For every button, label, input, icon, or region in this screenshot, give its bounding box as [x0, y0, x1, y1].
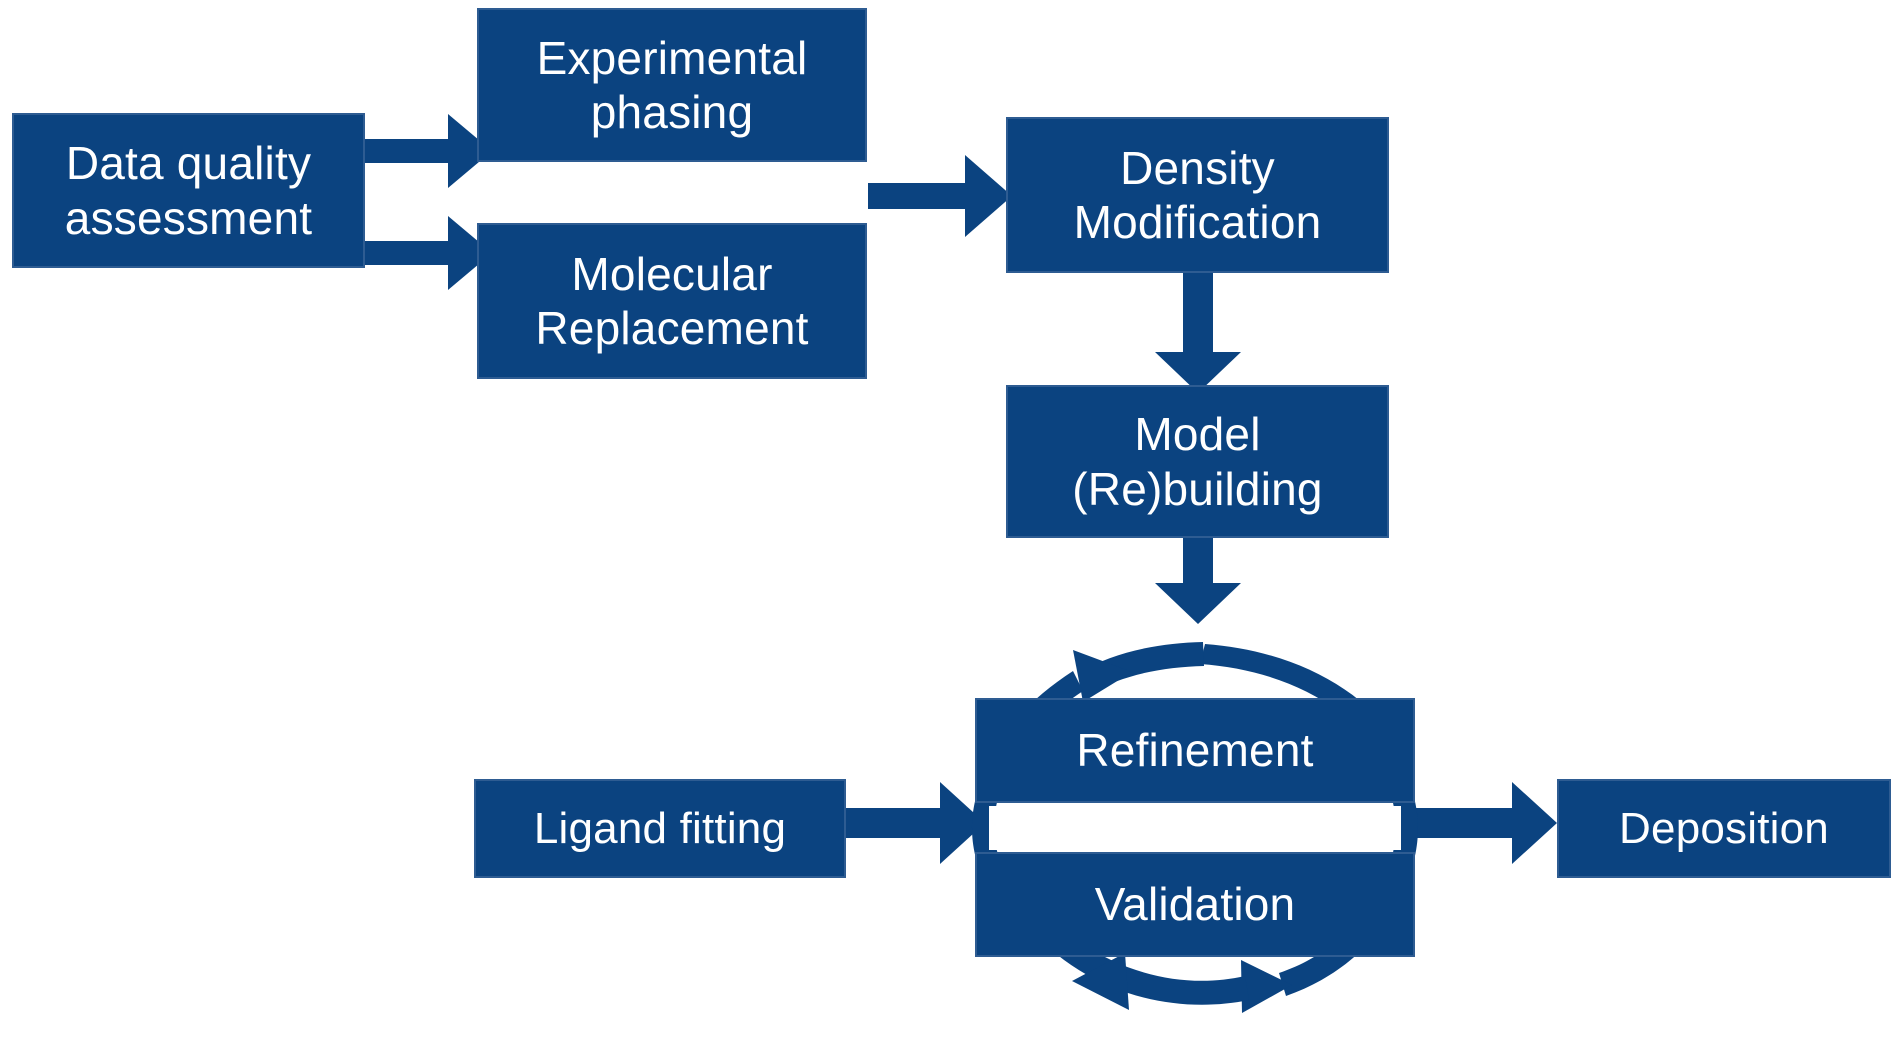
node-label-molecular-replacement: Molecular Replacement — [535, 247, 809, 354]
node-experimental-phasing[interactable]: Experimental phasing — [477, 8, 867, 162]
node-refinement[interactable]: Refinement — [975, 698, 1415, 803]
node-deposition[interactable]: Deposition — [1557, 779, 1891, 878]
node-label-density-modification: Density Modification — [1073, 141, 1322, 248]
node-validation[interactable]: Validation — [975, 852, 1415, 957]
arrow-dqa-to-experimental-phasing — [365, 114, 492, 188]
node-label-experimental-phasing: Experimental phasing — [536, 31, 808, 138]
cycle-gap-band — [989, 806, 1401, 850]
node-ligand-fitting[interactable]: Ligand fitting — [474, 779, 846, 878]
node-label-ligand-fitting: Ligand fitting — [533, 803, 787, 853]
node-molecular-replacement[interactable]: Molecular Replacement — [477, 223, 867, 379]
arrow-phasing-to-density-modification — [868, 155, 1012, 237]
arrow-cycle-to-deposition — [1408, 782, 1557, 864]
arrow-model-to-refinement — [1155, 535, 1241, 624]
node-label-refinement: Refinement — [1076, 724, 1314, 777]
node-density-modification[interactable]: Density Modification — [1006, 117, 1389, 273]
node-model-rebuilding[interactable]: Model (Re)building — [1006, 385, 1389, 538]
node-label-validation: Validation — [1094, 878, 1296, 931]
arrow-dqa-to-molecular-replacement — [365, 216, 492, 290]
node-label-model-rebuilding: Model (Re)building — [1072, 408, 1323, 515]
arrow-ligand-to-cycle — [845, 782, 985, 864]
node-label-deposition: Deposition — [1619, 803, 1829, 853]
node-label-data-quality-assessment: Data quality assessment — [64, 137, 313, 244]
arrow-density-to-model-rebuilding — [1155, 272, 1241, 393]
node-data-quality-assessment[interactable]: Data quality assessment — [12, 113, 365, 268]
